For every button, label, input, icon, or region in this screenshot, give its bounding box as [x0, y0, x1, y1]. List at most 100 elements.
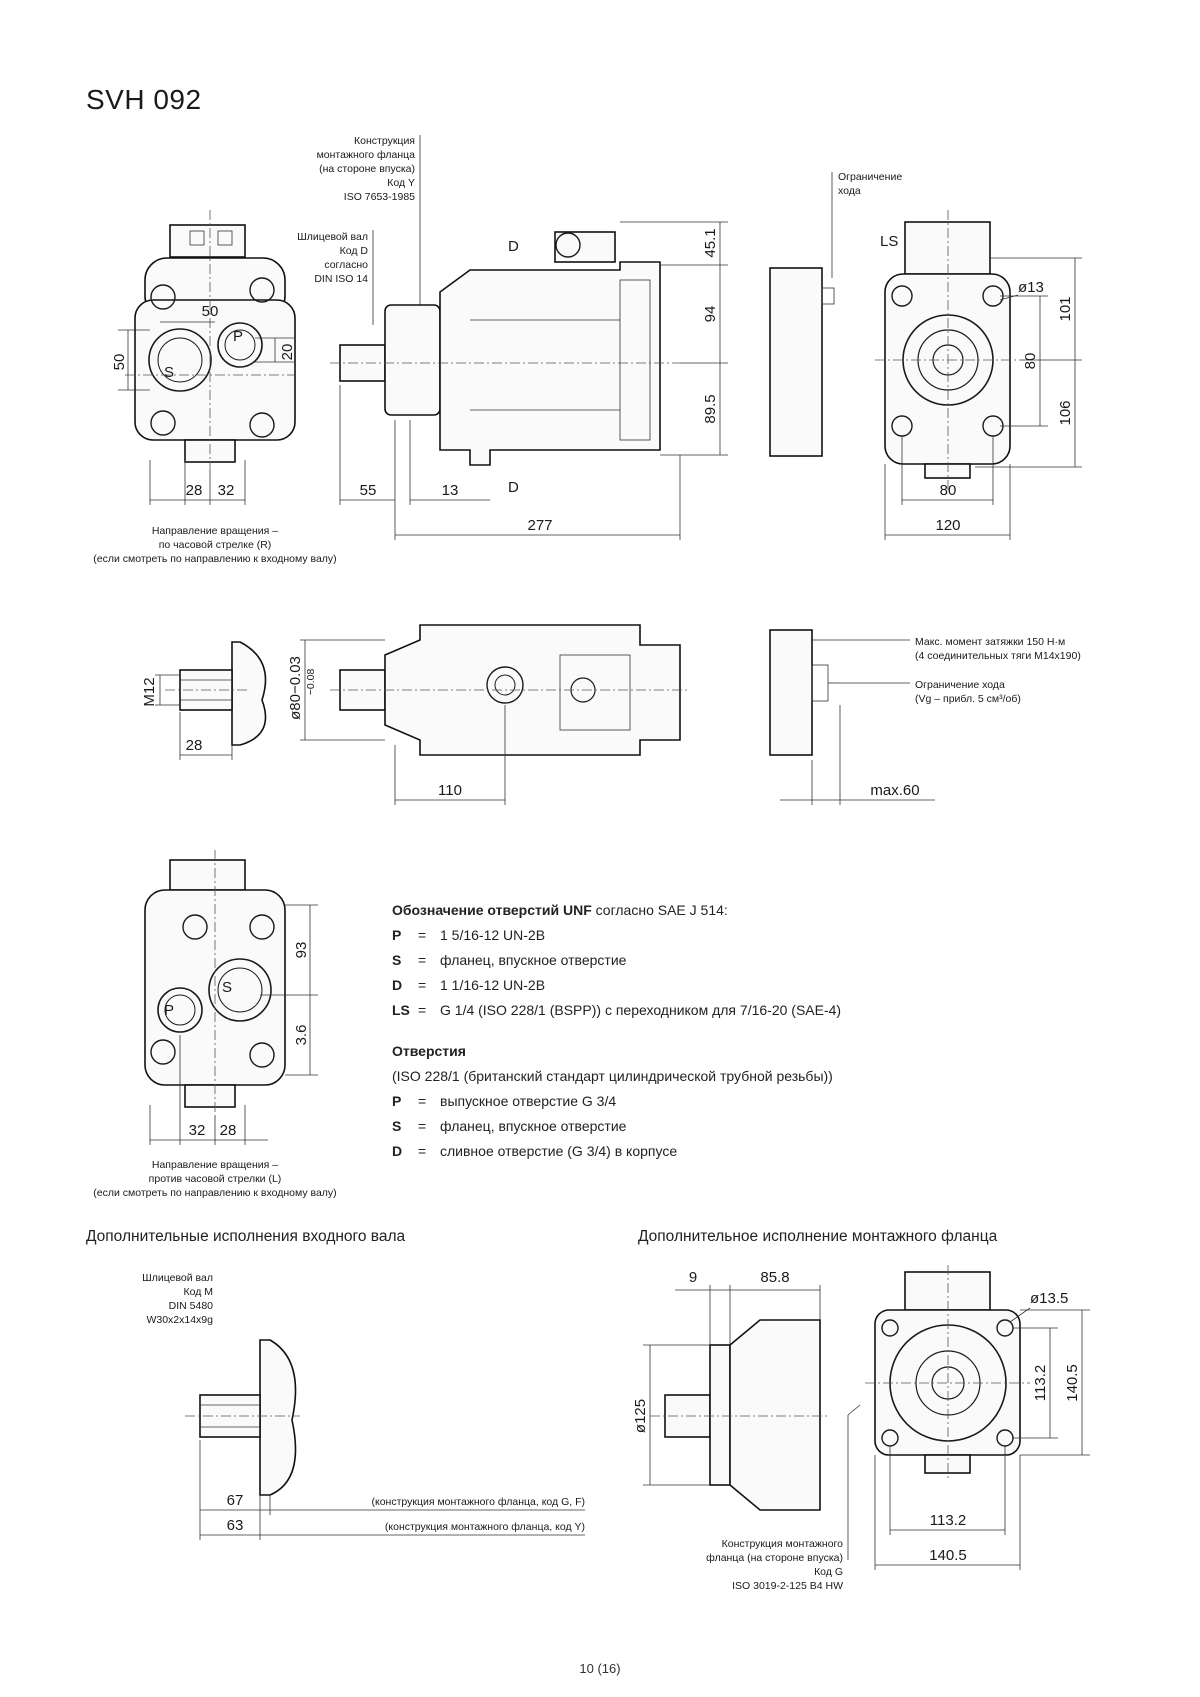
dim-140-5-horizontal: 140.5: [929, 1547, 967, 1564]
dim-113-2-vertical: 113.2: [1032, 1365, 1049, 1401]
caption-line-2: по часовой стрелке (R): [159, 539, 272, 551]
svg-text:ISO 3019-2-125 B4 HW: ISO 3019-2-125 B4 HW: [732, 1580, 843, 1592]
holes-row-p: P=выпускное отверстие G 3/4: [392, 1093, 617, 1109]
dim-28: 28: [186, 482, 203, 499]
caption-ccw-3: (если смотреть по направлению к входному…: [93, 1187, 336, 1199]
dim-dia-13-5: ø13.5: [1030, 1290, 1068, 1307]
top-view: ø80−0.03 −0.08 110: [287, 624, 690, 805]
dim-28-shaft: 28: [186, 737, 203, 754]
dim-45-1: 45.1: [702, 228, 719, 257]
unf-row-ls: LS=G 1/4 (ISO 228/1 (BSPP)) с переходник…: [392, 1002, 842, 1018]
dim-110: 110: [438, 782, 462, 799]
dim-dia-125: ø125: [632, 1399, 649, 1433]
dim-63: 63: [227, 1517, 244, 1534]
unf-row-d: D=1 1/16-12 UN-2B: [392, 977, 546, 993]
dim-80-horizontal: 80: [940, 482, 957, 499]
port-label-p: P: [233, 328, 243, 345]
svg-text:Код M: Код M: [183, 1286, 213, 1298]
stroke-note-2: (Vg – прибл. 5 см³/об): [915, 693, 1021, 705]
svg-text:фланца (на стороне впуска): фланца (на стороне впуска): [706, 1552, 843, 1564]
flange-section-title: Дополнительное исполнение монтажного фла…: [638, 1228, 998, 1245]
dim-28-ccw: 28: [220, 1122, 237, 1139]
caption-ccw-2: против часовой стрелки (L): [149, 1173, 282, 1185]
svg-text:Код D: Код D: [340, 245, 369, 257]
rear-view: LS ø13 101 80 106 80 120: [875, 210, 1082, 540]
svg-text:Шлицевой вал: Шлицевой вал: [297, 231, 368, 243]
dim-3-6: 3.6: [293, 1025, 310, 1046]
holes-row-s: S=фланец, впускное отверстие: [392, 1118, 627, 1134]
dim-106: 106: [1057, 400, 1074, 425]
svg-text:Конструкция монтажного: Конструкция монтажного: [722, 1538, 844, 1550]
dim-85-8: 85.8: [760, 1269, 789, 1286]
dim-32: 32: [218, 482, 235, 499]
svg-text:Ограничение: Ограничение: [838, 171, 902, 183]
caption-line-3: (если смотреть по направлению к входному…: [93, 553, 336, 565]
flange-code-y-label: (конструкция монтажного фланца, код Y): [385, 1521, 585, 1533]
dim-93: 93: [293, 942, 310, 959]
dim-89-5: 89.5: [702, 394, 719, 423]
dim-55: 55: [360, 482, 377, 499]
flange-code-gf-label: (конструкция монтажного фланца, код G, F…: [372, 1496, 586, 1508]
dim-32-ccw: 32: [189, 1122, 206, 1139]
torque-note-2: (4 соединительных тяги M14x190): [915, 650, 1081, 662]
dim-20: 20: [279, 344, 296, 361]
port-label-p-ccw: P: [164, 1002, 174, 1019]
dim-13: 13: [442, 482, 459, 499]
dim-94: 94: [702, 306, 719, 323]
stroke-limiter-view: Макс. момент затяжки 150 Н·м (4 соединит…: [769, 629, 1081, 805]
caption-ccw-1: Направление вращения –: [152, 1159, 278, 1171]
flange-note: Конструкция монтажного фланца (на сторон…: [317, 135, 421, 315]
flange-option-drawing: 9 85.8 ø125 ø13.5 113.2 140.5 1: [632, 1265, 1090, 1592]
port-label-d-top: D: [508, 238, 519, 255]
svg-text:Код Y: Код Y: [387, 177, 415, 189]
shaft-detail: M12 28: [141, 641, 267, 760]
port-label-d-bottom: D: [508, 479, 519, 496]
dim-80-vertical: 80: [1022, 353, 1039, 370]
dim-140-5-vertical: 140.5: [1064, 1364, 1081, 1402]
svg-text:DIN 5480: DIN 5480: [169, 1300, 214, 1312]
port-label-s: S: [164, 364, 174, 381]
dim-m12: M12: [141, 677, 158, 706]
dim-dia-80: ø80−0.03: [287, 656, 304, 720]
dim-dia-80-tolerance: −0.08: [305, 669, 317, 696]
port-label-s-ccw: S: [222, 979, 232, 996]
front-view-counterclockwise: 93 3.6 S P 32 28 Направление вращения – …: [93, 850, 337, 1199]
svg-text:ISO 7653-1985: ISO 7653-1985: [344, 191, 415, 203]
svg-text:Код G: Код G: [814, 1566, 843, 1578]
svg-text:Шлицевой вал: Шлицевой вал: [142, 1272, 213, 1284]
svg-text:DIN ISO 14: DIN ISO 14: [314, 273, 368, 285]
dim-50-vertical: 50: [111, 354, 128, 371]
page-number: 10 (16): [579, 1661, 621, 1676]
dim-9: 9: [689, 1269, 697, 1286]
unf-heading: Обозначение отверстий UNF согласно SAE J…: [392, 902, 728, 918]
shaft-section-title: Дополнительные исполнения входного вала: [86, 1228, 406, 1245]
holes-heading: Отверстия: [392, 1043, 466, 1059]
torque-note-1: Макс. момент затяжки 150 Н·м: [915, 636, 1065, 648]
stroke-limit-note: Ограничение хода: [769, 171, 902, 457]
page-title: SVH 092: [86, 84, 202, 115]
svg-text:согласно: согласно: [324, 259, 368, 271]
caption-line-1: Направление вращения –: [152, 525, 278, 537]
dim-50-horizontal: 50: [202, 303, 219, 320]
shaft-note: Шлицевой вал Код D согласно DIN ISO 14: [297, 230, 374, 325]
dim-max-60: max.60: [870, 782, 919, 799]
port-legend: Обозначение отверстий UNF согласно SAE J…: [392, 898, 841, 1164]
svg-text:Конструкция: Конструкция: [354, 135, 415, 147]
shaft-option-drawing: Шлицевой вал Код M DIN 5480 W30x2x14x9g …: [142, 1272, 585, 1540]
holes-subheading: (ISO 228/1 (британский стандарт цилиндри…: [392, 1068, 833, 1084]
stroke-note-1: Ограничение хода: [915, 679, 1005, 691]
unf-row-p: P=1 5/16-12 UN-2B: [392, 927, 546, 943]
dim-120: 120: [935, 517, 960, 534]
svg-text:W30x2x14x9g: W30x2x14x9g: [146, 1314, 213, 1326]
front-view-clockwise: 50 50 20 28 32 P S Направление вращения …: [93, 210, 337, 565]
unf-row-s: S=фланец, впускное отверстие: [392, 952, 627, 968]
svg-text:монтажного фланца: монтажного фланца: [317, 149, 416, 161]
holes-row-d: D=сливное отверстие (G 3/4) в корпусе: [392, 1143, 678, 1159]
svg-text:(на стороне впуска): (на стороне впуска): [319, 163, 415, 175]
side-view: D D 45.1 94 89.5 55 13 277: [330, 221, 728, 540]
dim-dia-13: ø13: [1018, 279, 1044, 296]
ls-label: LS: [880, 233, 898, 250]
dim-277: 277: [527, 517, 552, 534]
svg-text:хода: хода: [838, 185, 861, 197]
